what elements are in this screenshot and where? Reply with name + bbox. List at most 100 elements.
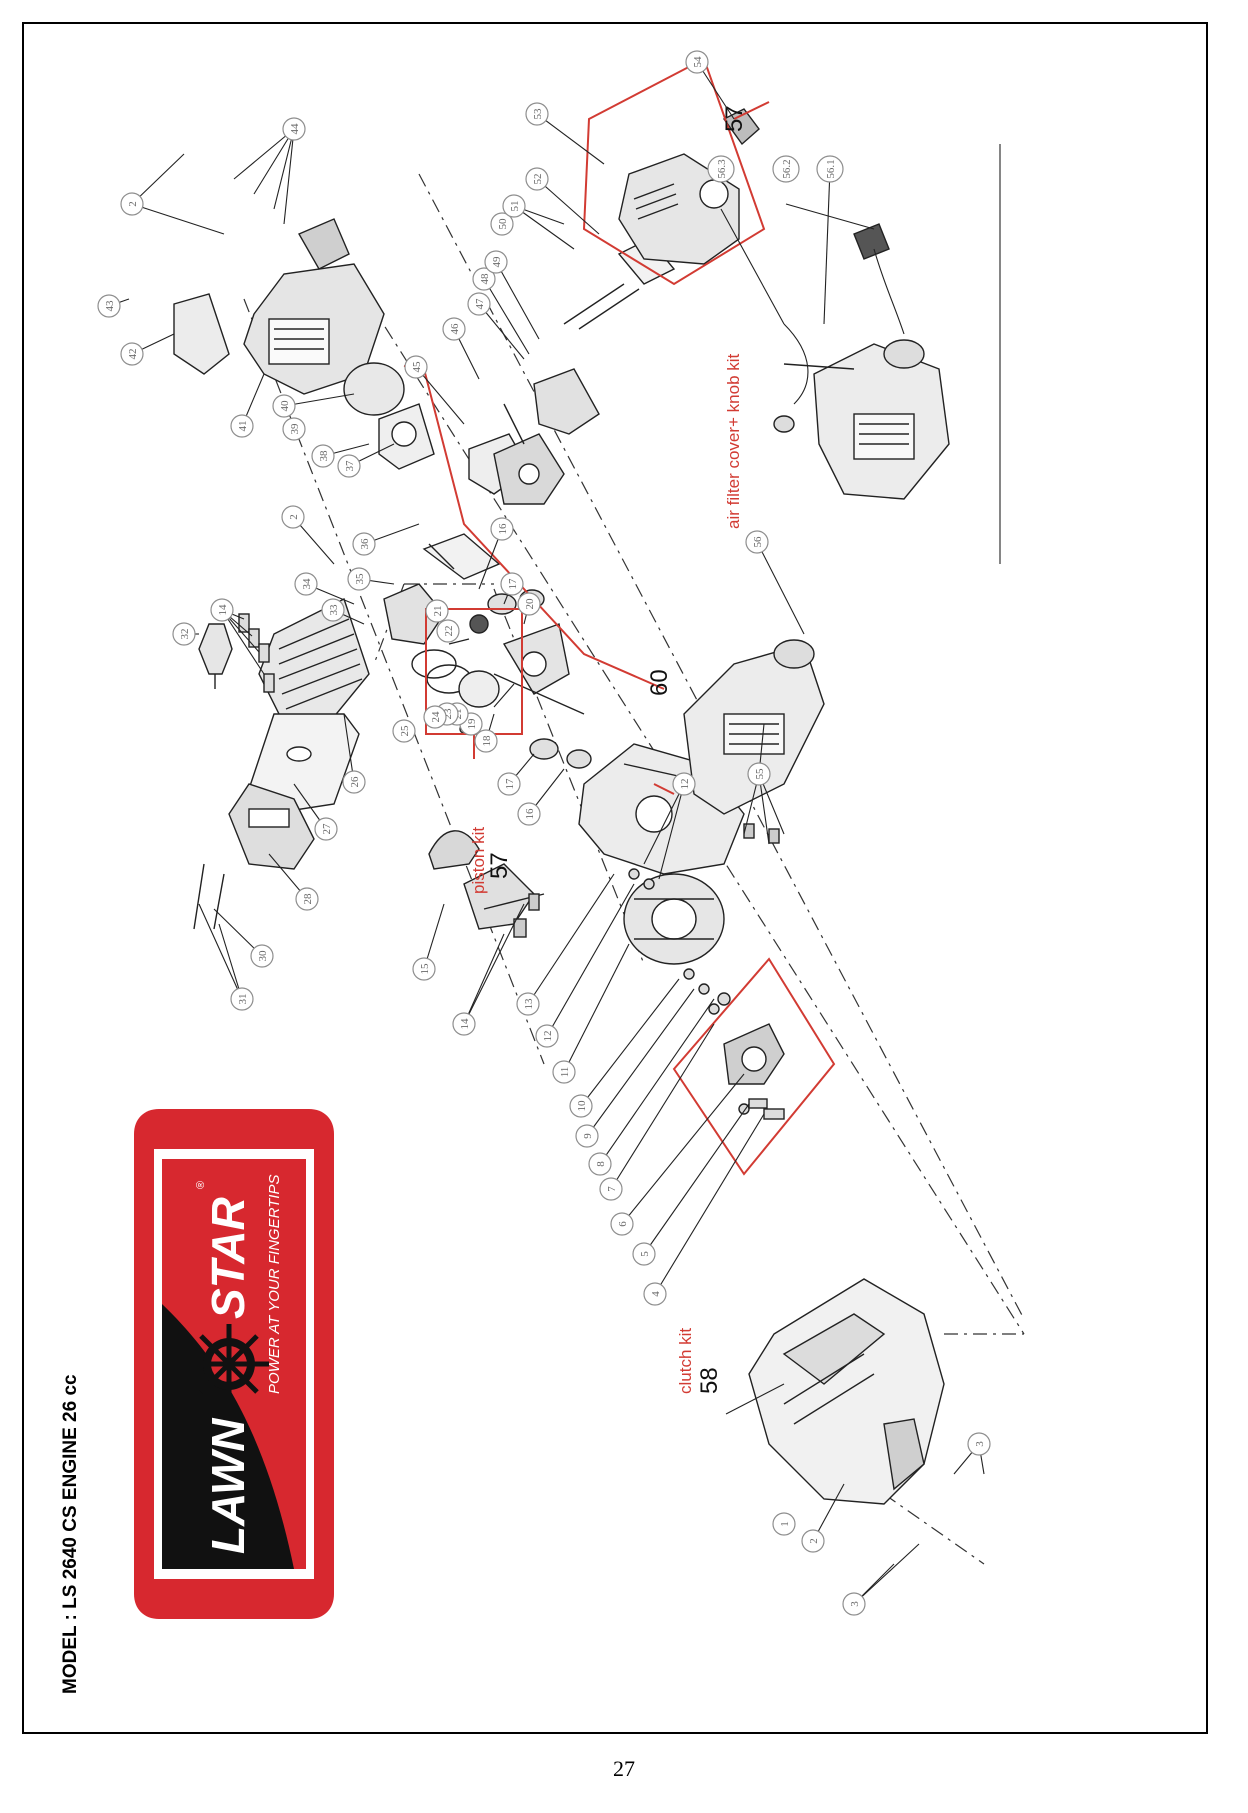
callout-50: 50 [490,212,514,236]
svg-text:4: 4 [650,1291,662,1297]
callout-48: 48 [472,267,496,291]
callout-43: 43 [97,294,121,318]
muffler [193,783,315,930]
callout-49: 49 [484,250,508,274]
svg-text:3: 3 [974,1441,986,1447]
callout-16a: 16 [490,517,514,541]
svg-text:12: 12 [679,779,691,790]
callout-56: 56 [745,530,769,554]
svg-text:56.1: 56.1 [825,159,837,178]
air-filter-cover [618,153,740,265]
callout-55: 55 [747,762,771,786]
spark-plug [198,623,233,689]
callout-21a: 21 [425,599,449,623]
svg-text:31: 31 [237,994,249,1005]
callout-20: 20 [517,592,541,616]
callout-44: 44 [282,117,306,141]
front-housing [748,1278,945,1505]
callout-36: 36 [352,532,376,556]
callouts: 1 2 2 2 3 3 4 5 6 7 8 9 10 11 12 12 13 1… [97,50,991,1616]
callout-38: 38 [311,444,335,468]
callout-11: 11 [552,1060,576,1084]
starter-housing [243,218,385,395]
svg-text:33: 33 [328,604,340,616]
svg-text:18: 18 [481,735,493,747]
exploded-diagram: 57 air filter cover+ knob kit 60 piston … [60,50,1025,1694]
fuel-tank-detail [773,144,1001,564]
svg-text:16: 16 [524,808,536,820]
callout-53: 53 [525,102,549,126]
svg-text:14: 14 [217,604,229,616]
svg-text:10: 10 [576,1100,588,1112]
callout-2b: 2 [281,505,305,529]
svg-text:35: 35 [354,573,366,585]
callout-14b: 14 [210,598,234,622]
svg-text:17: 17 [504,778,516,790]
callout-12b: 12 [672,772,696,796]
part-drawings [173,108,1001,1505]
svg-text:53: 53 [532,108,544,120]
svg-text:43: 43 [104,300,116,312]
cylinder [238,598,370,730]
svg-text:49: 49 [491,256,503,268]
callout-10: 10 [569,1094,593,1118]
callout-12a: 12 [535,1024,559,1048]
callout-37: 37 [337,454,361,478]
side-cover [173,293,230,375]
svg-text:44: 44 [289,123,301,135]
svg-text:20: 20 [524,598,536,610]
callout-16b: 16 [517,802,541,826]
svg-text:17: 17 [507,578,519,590]
svg-text:8: 8 [595,1161,607,1167]
svg-text:13: 13 [523,998,535,1010]
svg-text:22: 22 [443,626,455,637]
callout-34: 34 [294,572,318,596]
callout-30: 30 [250,944,274,968]
callout-7: 7 [599,1177,623,1201]
svg-text:46: 46 [449,323,461,335]
fan-housing [343,362,435,470]
svg-text:26: 26 [349,776,361,788]
callout-41: 41 [230,414,254,438]
callout-17b: 17 [497,772,521,796]
callout-39: 39 [282,417,306,441]
callout-25: 25 [392,719,416,743]
svg-text:2: 2 [288,514,300,520]
svg-text:27: 27 [321,823,333,835]
callout-56-1: 56.1 [816,155,844,183]
fuel-tank [683,639,825,844]
callout-28: 28 [295,887,319,911]
kit-58-number: 58 [696,1367,723,1394]
callout-47: 47 [467,292,491,316]
svg-text:1: 1 [779,1521,791,1527]
flywheel [623,873,725,1015]
kit-57-number: 57 [486,852,513,879]
model-title: MODEL : LS 2640 CS ENGINE 26 cc [60,1374,81,1694]
svg-text:2: 2 [808,1538,820,1544]
svg-text:54: 54 [692,56,704,68]
svg-text:36: 36 [359,538,371,550]
svg-text:50: 50 [497,218,509,230]
callout-8: 8 [588,1152,612,1176]
callout-4: 4 [643,1282,667,1306]
logo-tagline: POWER AT YOUR FINGERTIPS [266,1175,283,1394]
callout-52: 52 [525,167,549,191]
svg-text:12: 12 [542,1031,554,1042]
svg-text:32: 32 [179,629,191,640]
callout-9: 9 [575,1124,599,1148]
svg-text:41: 41 [237,421,249,432]
svg-text:25: 25 [399,725,411,737]
callout-46: 46 [442,317,466,341]
callout-22: 22 [436,619,460,643]
callout-40: 40 [272,394,296,418]
svg-text:47: 47 [474,298,486,310]
svg-text:9: 9 [582,1133,594,1139]
callout-3b: 3 [967,1432,991,1456]
kit-59-label: air filter cover+ knob kit [724,353,743,529]
callout-56-2: 56.2 [772,155,800,183]
svg-text:56.3: 56.3 [716,159,728,179]
kit-59-outline [582,57,766,286]
carburetor [493,403,565,505]
logo-registered: ® [195,1181,207,1189]
svg-text:55: 55 [754,768,766,780]
